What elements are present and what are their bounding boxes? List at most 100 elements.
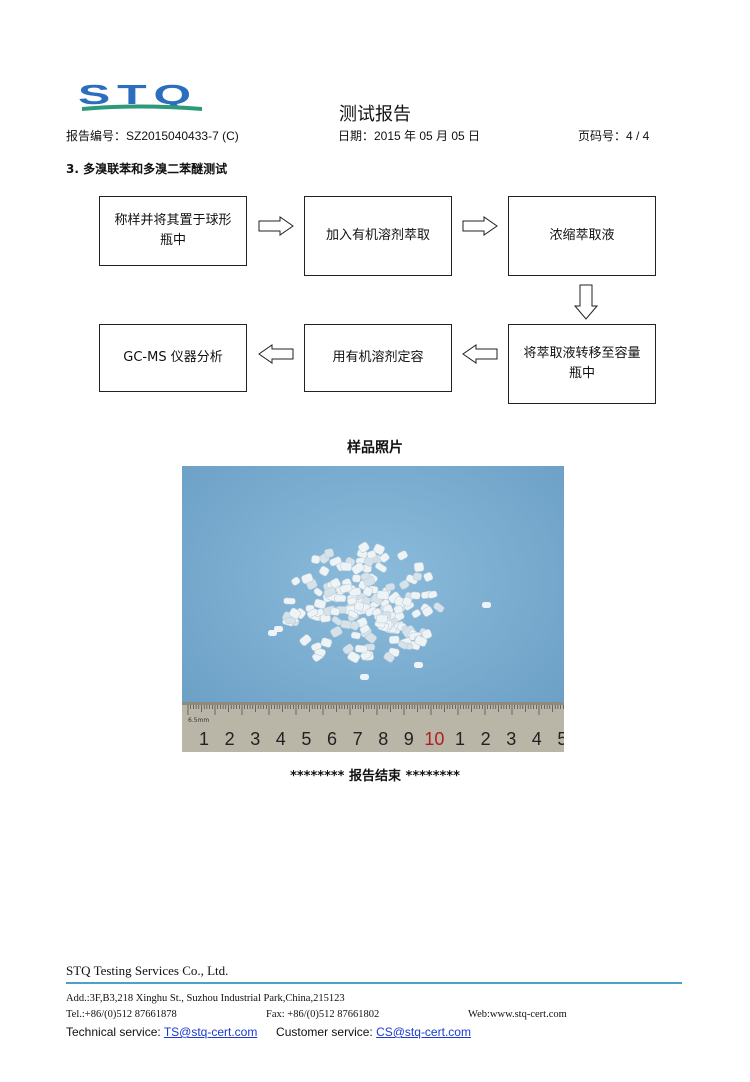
pellet — [414, 635, 428, 647]
flow-step-weigh: 称样并将其置于球形瓶中 — [99, 196, 247, 266]
pellet — [283, 597, 296, 605]
pellet — [301, 573, 314, 584]
ruler-number: 8 — [378, 729, 388, 749]
pellet — [385, 583, 396, 592]
pellet — [342, 643, 354, 655]
arrow-left-icon — [258, 344, 294, 364]
customer-service-email-link[interactable]: CS@stq-cert.com — [376, 1025, 471, 1039]
customer-service-label: Customer service: — [276, 1025, 377, 1039]
flow-step-gcms: GC-MS 仪器分析 — [99, 324, 247, 392]
pellet — [482, 602, 491, 608]
pellet — [306, 608, 319, 618]
ruler-number: 3 — [506, 729, 516, 749]
pellet — [288, 607, 301, 620]
pellet — [412, 572, 423, 581]
pellet — [352, 574, 361, 583]
footer-company: STQ Testing Services Co., Ltd. — [66, 963, 229, 978]
pellet — [410, 591, 421, 600]
report-date: 日期：2015 年 05 月 05 日 — [338, 129, 481, 143]
pellet — [324, 548, 335, 558]
flow-step-extract: 加入有机溶剂萃取 — [304, 196, 452, 276]
pellet — [311, 555, 321, 564]
page-number: 页码号：4 / 4 — [578, 129, 650, 143]
ruler-number: 2 — [225, 729, 235, 749]
pellet — [383, 651, 395, 663]
pellet — [423, 572, 434, 582]
arrow-down-icon — [574, 284, 598, 320]
pellet — [421, 606, 434, 617]
pellet — [339, 583, 353, 594]
pellet — [346, 596, 357, 606]
ruler-number: 2 — [481, 729, 491, 749]
pellet — [320, 637, 333, 648]
pellet — [376, 590, 390, 600]
pellet — [388, 635, 400, 644]
ruler-number: 5 — [301, 729, 311, 749]
ruler-number: 9 — [404, 729, 414, 749]
ruler-number: 10 — [424, 729, 444, 749]
pellet — [358, 541, 370, 553]
pellet — [291, 576, 301, 586]
ruler-number: 1 — [455, 729, 465, 749]
pellet — [347, 610, 358, 619]
pellet — [334, 594, 347, 603]
technical-service-label: Technical service: — [66, 1025, 164, 1039]
pellet — [376, 614, 388, 624]
pellet — [330, 607, 340, 616]
pellet — [350, 631, 361, 640]
pellet — [397, 550, 408, 561]
footer-fax: Fax: +86/(0)512 87661802 — [266, 1009, 380, 1020]
footer-divider — [66, 982, 682, 984]
technical-service-email-link[interactable]: TS@stq-cert.com — [163, 1025, 258, 1039]
ruler-number: 5 — [557, 729, 564, 749]
stq-logo: STQ — [76, 79, 206, 114]
ruler-number: 4 — [276, 729, 286, 749]
pellet — [274, 626, 283, 632]
pellet — [340, 562, 352, 572]
pellet — [362, 586, 373, 597]
pellet — [268, 630, 277, 636]
pellet — [379, 552, 390, 563]
report-number: 报告编号：SZ2015040433-7 (C) — [66, 129, 239, 143]
report-title: 测试报告 — [339, 104, 411, 125]
ruler-number: 4 — [532, 729, 542, 749]
ruler-number: 1 — [199, 729, 209, 749]
pellet — [360, 674, 369, 680]
section-title: 3. 多溴联苯和多溴二苯醚测试 — [66, 162, 228, 176]
ruler-number: 7 — [353, 729, 363, 749]
flow-step-concentrate: 浓缩萃取液 — [508, 196, 656, 276]
footer-address: Add.:3F,B3,218 Xinghu St., Suzhou Indust… — [66, 993, 345, 1004]
pellet — [313, 587, 323, 597]
pellet — [349, 620, 360, 631]
photo-title: 样品照片 — [347, 440, 403, 456]
ruler-number: 6 — [327, 729, 337, 749]
pellet — [330, 626, 343, 638]
pellet — [354, 644, 368, 654]
footer-tel: Tel.:+86/(0)512 87661878 — [66, 1009, 177, 1020]
pellet — [354, 601, 365, 612]
flow-step-transfer: 将萃取液转移至容量瓶中 — [508, 324, 656, 404]
arrow-right-icon — [258, 216, 294, 236]
pellet — [299, 634, 312, 646]
pellet — [375, 562, 388, 573]
pellet — [351, 562, 365, 575]
footer-web: Web:www.stq-cert.com — [468, 1009, 567, 1020]
ruler-number: 3 — [250, 729, 260, 749]
pellet — [373, 543, 385, 556]
arrow-left-icon — [462, 344, 498, 364]
ruler — [182, 702, 564, 752]
flow-step-dilute: 用有机溶剂定容 — [304, 324, 452, 392]
pellet — [427, 590, 438, 599]
arrow-right-icon — [462, 216, 498, 236]
ruler-mm-label: 6.5mm — [188, 717, 209, 724]
pellet — [323, 586, 337, 598]
pellet — [329, 556, 342, 567]
pellet — [360, 572, 371, 581]
pellet — [331, 616, 343, 626]
pellet — [310, 642, 322, 651]
pellet — [347, 651, 361, 664]
pellet — [366, 550, 377, 559]
plastic-pellets — [268, 541, 491, 680]
pellet — [399, 579, 410, 590]
